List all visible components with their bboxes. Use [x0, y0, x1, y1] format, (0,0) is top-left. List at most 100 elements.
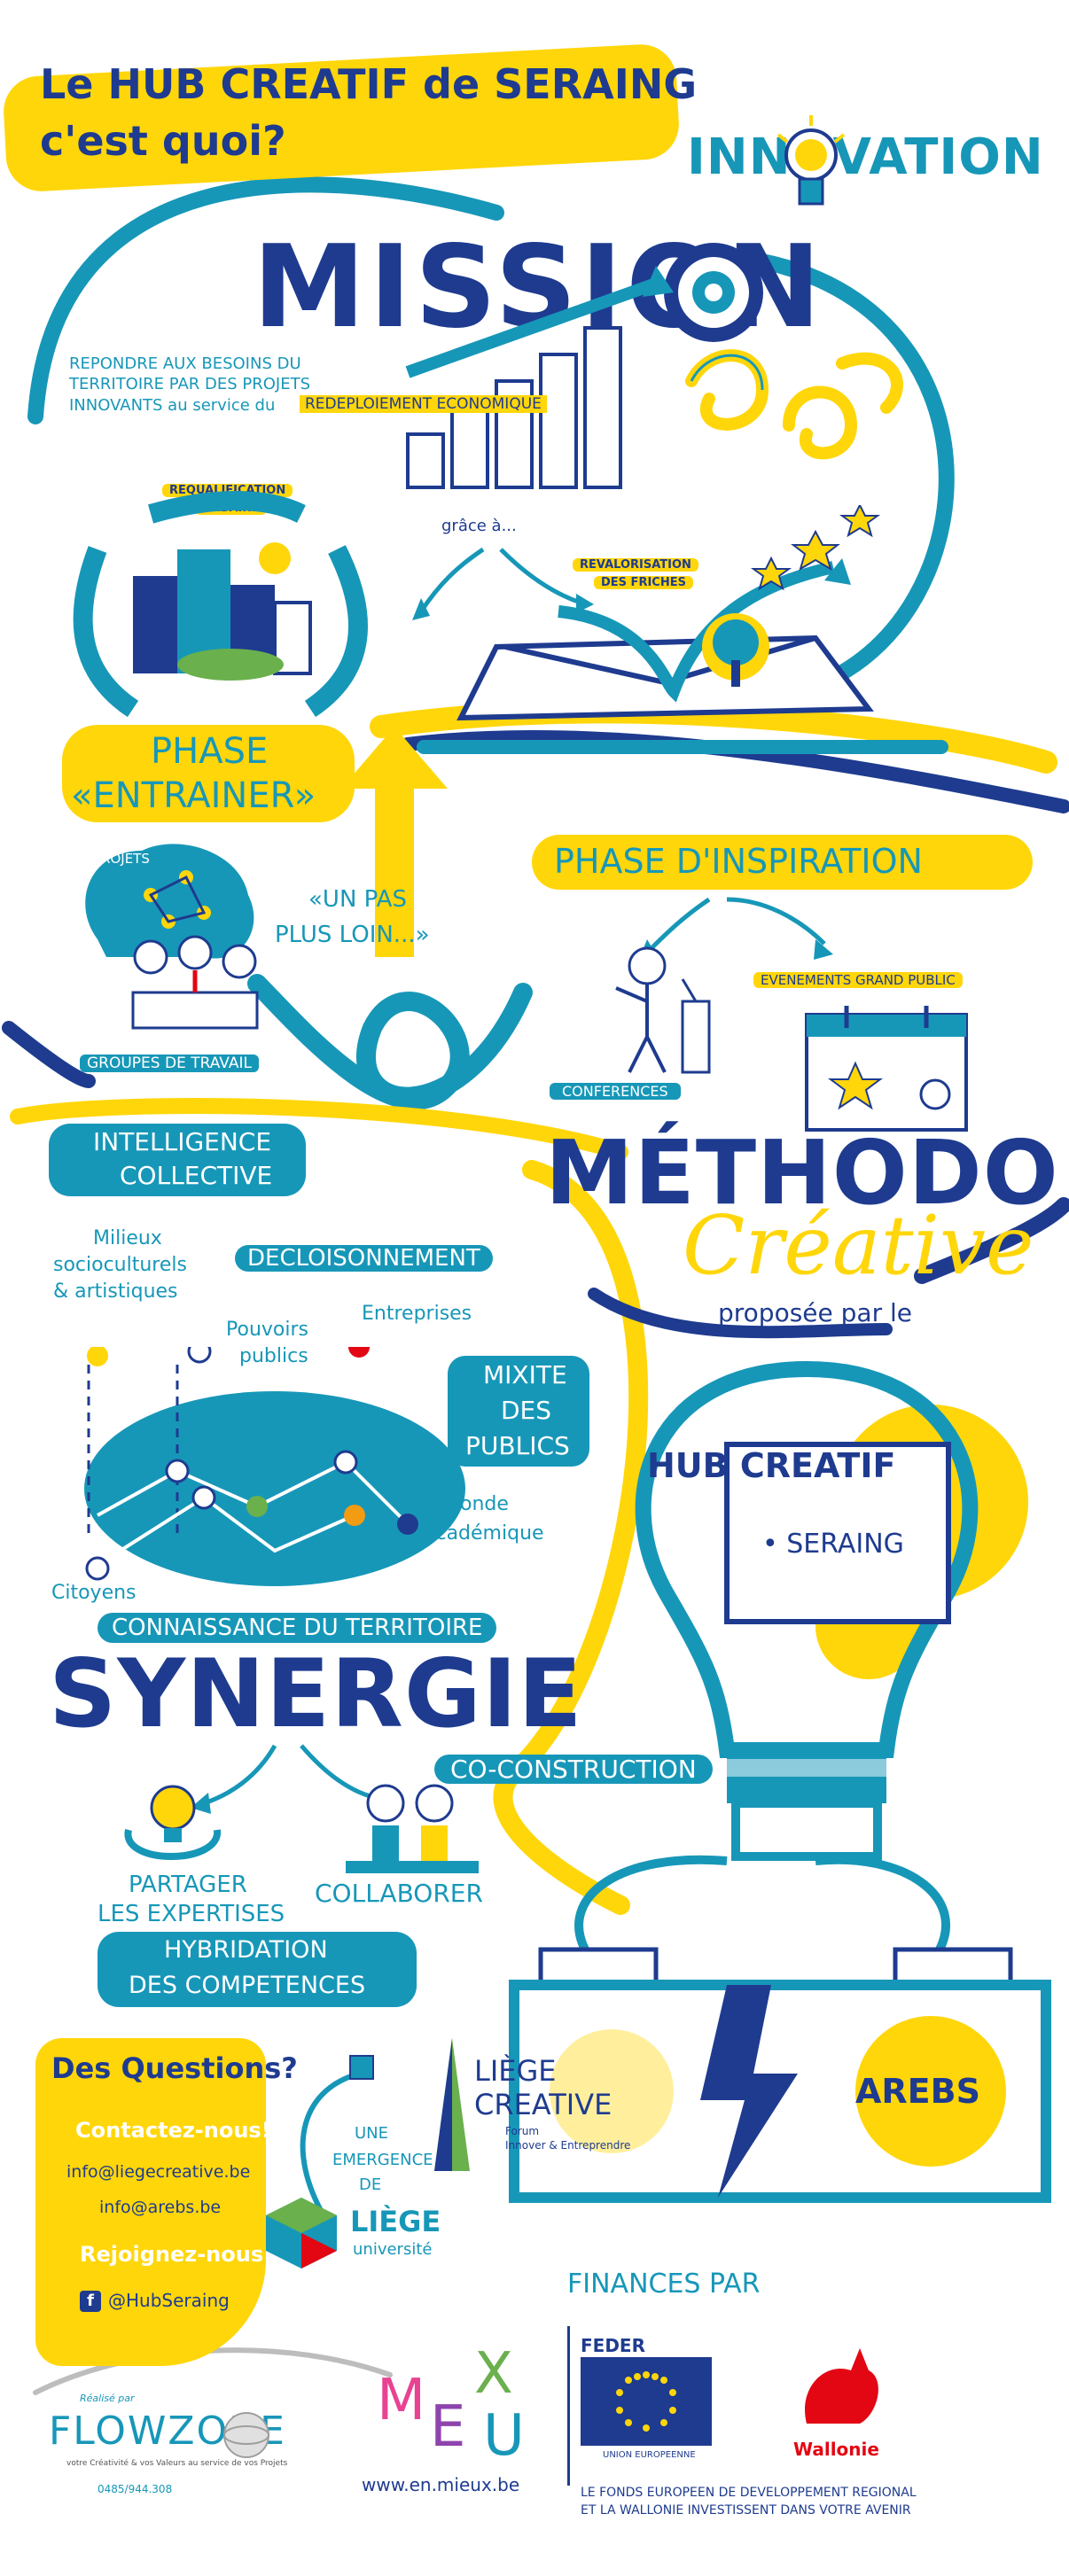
intelligence-line2: COLLECTIVE [120, 1161, 273, 1190]
en-mieux-url[interactable]: www.en.mieux.be [362, 2474, 520, 2495]
wallonie-rooster-icon [805, 2348, 878, 2424]
footer-line1: LE FONDS EUROPEEN DE DEVELOPPEMENT REGIO… [581, 2486, 917, 2500]
evenements-label: EVENEMENTS GRAND PUBLIC [753, 972, 963, 988]
entreprises-label: Entreprises [362, 1303, 472, 1325]
collaborate-people-icon [346, 1784, 479, 1873]
phase-entrainer-line1: PHASE [151, 731, 269, 772]
methodo-title: MÉTHODO [545, 1121, 1059, 1225]
emergence-line3: DE [359, 2175, 382, 2194]
conference-speaker-icon [615, 946, 711, 1074]
feder-label: FEDER [581, 2335, 645, 2356]
mission-text-line2: TERRITOIRE PAR DES PROJETS [69, 375, 311, 393]
groupes-label: GROUPES DE TRAVAIL [80, 1055, 259, 1072]
facebook-icon[interactable]: f [80, 2291, 101, 2312]
header-title-line2: c'est quoi? [40, 117, 286, 165]
liege-creative-line2: CREATIVE [474, 2088, 613, 2121]
phase-entrainer-line2: «ENTRAINER» [71, 775, 316, 816]
union-label: UNION EUROPEENNE [603, 2450, 696, 2460]
revalorisation-line2: DES FRICHES [594, 576, 693, 589]
flowzone-globe-icon [223, 2412, 269, 2458]
flowzone-phone: 0485/944.308 [98, 2483, 173, 2495]
arebs-label: AREBS [855, 2072, 980, 2111]
eu-flag-icon [581, 2357, 712, 2446]
rejoignez-label: Rejoignez-nous [80, 2242, 264, 2267]
innovation-title: INNOVATION [687, 128, 1044, 186]
pouvoirs-line2: publics [239, 1345, 308, 1367]
mixite-line2: DES [501, 1396, 552, 1425]
hub-lightbulb-icon [635, 1360, 1028, 1861]
collaborer-label: COLLABORER [315, 1879, 483, 1908]
mixite-line3: PUBLICS [465, 1431, 570, 1460]
forum-line1: Forum [505, 2125, 540, 2137]
mission-text-line3: INNOVANTS au service du [69, 396, 276, 415]
phase-entrainer-bg [62, 725, 355, 822]
emergence-line2: EMERGENCE [332, 2151, 433, 2169]
emergence-arrow-icon [300, 2055, 374, 2217]
svg-text:U: U [483, 2403, 525, 2469]
liege-creative-logo [434, 2038, 470, 2171]
pouvoirs-line1: Pouvoirs [226, 1319, 308, 1341]
mission-text-line1: REPONDRE AUX BESOINS DU [69, 354, 301, 373]
un-pas-line1: «UN PAS [308, 886, 407, 913]
hub-line2: • SERAING [762, 1529, 904, 1560]
facebook-handle[interactable]: @HubSeraing [108, 2290, 230, 2311]
emergence-line1: UNE [355, 2124, 389, 2143]
hub-line1: HUB CREATIF [647, 1446, 896, 1485]
partager-line2: LES EXPERTISES [98, 1901, 285, 1927]
yellow-swirls-decoration [685, 349, 903, 460]
questions-title: Des Questions? [51, 2051, 298, 2085]
flowzone-realise: Réalisé par [80, 2393, 135, 2404]
grace-text: grâce à... [441, 517, 517, 535]
milieux-line3: & artistiques [53, 1280, 178, 1303]
footer-line2: ET LA WALLONIE INVESTISSENT DANS VOTRE A… [581, 2503, 911, 2518]
email-liegecreative[interactable]: info@liegecreative.be [66, 2162, 251, 2182]
projets-tree-icon [85, 844, 254, 959]
liege-universite-logo-icon [266, 2198, 337, 2269]
growth-chart-icon [405, 266, 674, 489]
intelligence-line1: INTELLIGENCE [93, 1127, 272, 1156]
flowzone-tagline: votre Créativité & vos Valeurs au servic… [66, 2459, 288, 2468]
co-construction-label: CO-CONSTRUCTION [434, 1755, 713, 1784]
un-pas-line2: PLUS LOIN...» [275, 922, 430, 948]
book-tree-icon [456, 505, 881, 721]
proposee-text: proposée par le [718, 1298, 912, 1327]
divider [567, 2326, 570, 2486]
email-arebs[interactable]: info@arebs.be [99, 2198, 222, 2217]
network-people-icon [84, 1347, 465, 1586]
monde-line1: Monde [443, 1493, 509, 1515]
mixite-line1: MIXITE [483, 1360, 567, 1389]
battery-connection-icon [509, 1855, 1051, 2203]
decloisonnement-label: DECLOISONNEMENT [235, 1245, 493, 1272]
projets-label: PROJETS [93, 851, 150, 867]
liege-universite-line2: université [353, 2240, 433, 2259]
idea-cycle-icon [124, 1785, 222, 1860]
svg-text:E: E [430, 2394, 465, 2460]
phase-inspiration-bg [532, 835, 1033, 890]
contact-panel [35, 2038, 266, 2366]
methodo-creative: Créative [683, 1198, 1034, 1293]
target-icon [664, 243, 763, 342]
hybridation-line1: HYBRIDATION [164, 1936, 328, 1964]
forum-line2: Innover & Entreprendre [505, 2139, 631, 2152]
split-arrows [412, 547, 594, 620]
citoyens-label: Citoyens [51, 1582, 137, 1604]
en-mieux-logo: M E X U [377, 2341, 525, 2469]
milieux-line2: socioculturels [53, 1254, 187, 1276]
teal-connector-line [417, 740, 948, 754]
work-group-people-icon [131, 935, 259, 1030]
svg-text:M: M [377, 2368, 425, 2433]
finances-title: FINANCES PAR [567, 2269, 761, 2300]
svg-text:X: X [474, 2341, 513, 2407]
mixite-bg [448, 1356, 589, 1467]
up-arrow-icon [341, 727, 448, 957]
milieux-line1: Milieux [93, 1227, 162, 1249]
monde-line2: académique [424, 1522, 544, 1545]
connaissance-label: CONNAISSANCE DU TERRITOIRE [98, 1613, 497, 1643]
liege-universite-line1: LIÈGE [350, 2205, 441, 2238]
synergie-title: SYNERGIE [49, 1639, 583, 1748]
phase-inspiration-title: PHASE D'INSPIRATION [554, 842, 923, 881]
partager-line1: PARTAGER [129, 1872, 247, 1898]
conferences-label: CONFERENCES [550, 1083, 681, 1100]
hybridation-bg [98, 1932, 417, 2007]
revalorisation-line1: REVALORISATION [573, 558, 698, 572]
